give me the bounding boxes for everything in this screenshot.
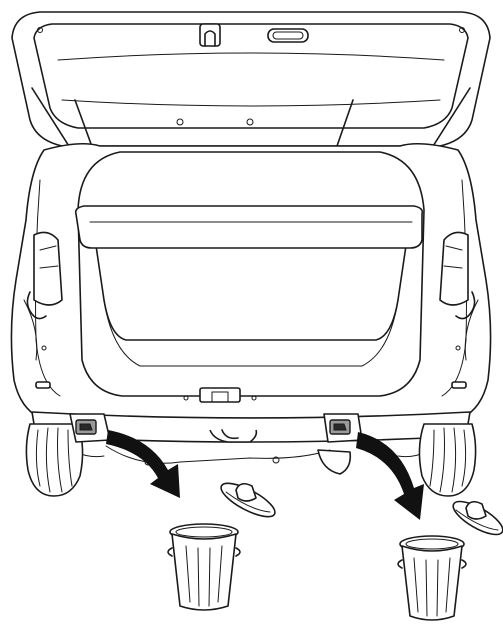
plug-cap-icon <box>449 495 503 540</box>
right-drain-plug-icon <box>324 414 362 442</box>
plug-cap-icon <box>217 477 279 523</box>
removal-arrow-icon <box>356 432 424 520</box>
waste-bin-icon <box>398 536 466 620</box>
left-drain-plug-icon <box>70 414 110 442</box>
right-wheel-icon <box>419 424 475 496</box>
waste-bin-icon <box>168 524 240 610</box>
cargo-area-icon <box>76 152 424 402</box>
